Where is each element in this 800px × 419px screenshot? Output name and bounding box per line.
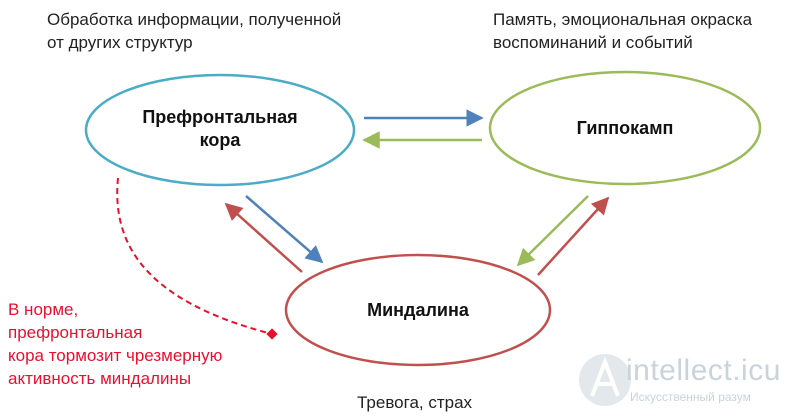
arrow-amygdala-to-prefrontal [224, 202, 303, 273]
hippocampus-label: Гиппокамп [576, 118, 674, 138]
inhibition-note: В норме, префронтальная кора тормозит чр… [8, 300, 223, 388]
hippocampus-node [488, 70, 762, 186]
prefrontal-node [84, 73, 356, 187]
amygdala-node [284, 253, 552, 367]
arrow-prefrontal-to-amygdala [245, 195, 324, 264]
inhibition-dashed-line [116, 177, 273, 335]
prefrontal-label: Префронтальная кора [142, 107, 298, 150]
amygdala-description: Тревога, страх [357, 393, 473, 412]
arrow-hippocampus-to-amygdala [516, 195, 589, 267]
watermark-main-text: intellect.icu [626, 354, 781, 387]
amygdala-label: Миндалина [367, 300, 469, 320]
inhibition-diamond [266, 328, 278, 340]
hippocampus-description: Память, эмоциональная окраска воспоминан… [493, 10, 753, 52]
watermark: intellect.icu Искусственный разум [568, 344, 798, 414]
arrow-amygdala-to-hippocampus [537, 196, 610, 276]
watermark-sub-text: Искусственный разум [630, 390, 751, 404]
prefrontal-description: Обработка информации, полученной от друг… [47, 10, 342, 52]
watermark-logo-icon [579, 354, 631, 406]
